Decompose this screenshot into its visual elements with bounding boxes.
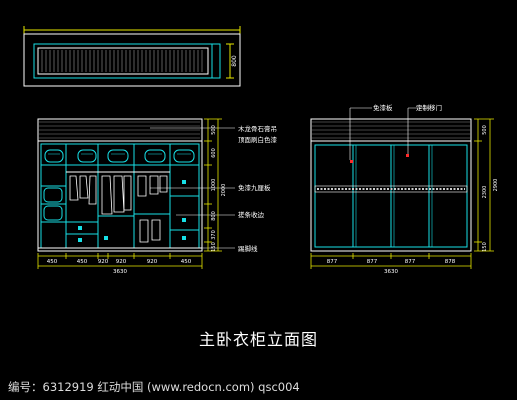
- left-hdim-5: 450: [181, 259, 192, 265]
- right-vdim-total: 2900: [493, 179, 499, 192]
- right-label-0: 免漆板: [373, 103, 393, 112]
- left-label-4: 踢脚线: [238, 244, 258, 253]
- right-vertical-dims: [474, 118, 494, 252]
- footer-bar: 编号：6312919 红动中国 (www.redocn.com) qsc004: [0, 374, 517, 400]
- right-label-1: 定制移门: [416, 103, 442, 112]
- left-vdim-2: 1000: [211, 179, 217, 192]
- right-hdim-2: 877: [405, 259, 416, 265]
- left-hdim-total: 3630: [113, 269, 127, 275]
- left-vdim-0: 500: [211, 125, 217, 135]
- text-layer: 800 木龙骨石膏吊 顶面刷白色漆 免漆九厘板 搓条收边 踢脚线 500 600…: [47, 55, 499, 275]
- left-elevation: [37, 118, 235, 252]
- right-hdim-3: 878: [445, 259, 456, 265]
- left-vdim-5: 150: [211, 242, 217, 252]
- right-hdim-1: 877: [367, 259, 378, 265]
- right-elevation: [310, 107, 472, 252]
- right-vdim-2: 150: [482, 242, 488, 252]
- left-hdim-0: 450: [47, 259, 58, 265]
- left-label-2: 免漆九厘板: [238, 183, 271, 192]
- plan-view: [23, 26, 241, 87]
- left-vdim-total: 2000: [221, 184, 227, 197]
- left-vdim-3: 800: [211, 211, 217, 221]
- left-hdim-1: 450: [77, 259, 88, 265]
- drawing-title: 主卧衣柜立面图: [198, 330, 318, 349]
- plan-dim-label: 800: [231, 55, 238, 67]
- left-label-1: 顶面刷白色漆: [238, 135, 278, 144]
- right-vdim-1: 2300: [482, 186, 488, 199]
- left-hdim-2: 920: [98, 259, 109, 265]
- right-horizontal-dims: [310, 253, 472, 269]
- right-hdim-total: 3630: [384, 269, 398, 275]
- right-vdim-0: 500: [482, 125, 488, 135]
- left-hdim-3: 920: [116, 259, 127, 265]
- left-hdim-4: 920: [147, 259, 158, 265]
- left-vdim-4: 370: [211, 230, 217, 240]
- right-hdim-0: 877: [327, 259, 338, 265]
- left-label-3: 搓条收边: [238, 210, 265, 219]
- left-vdim-1: 600: [211, 148, 217, 158]
- left-vertical-dims: [204, 118, 222, 252]
- left-label-0: 木龙骨石膏吊: [238, 124, 277, 133]
- left-horizontal-dims: [37, 253, 203, 269]
- footer-text: 编号：6312919 红动中国 (www.redocn.com) qsc004: [8, 380, 300, 394]
